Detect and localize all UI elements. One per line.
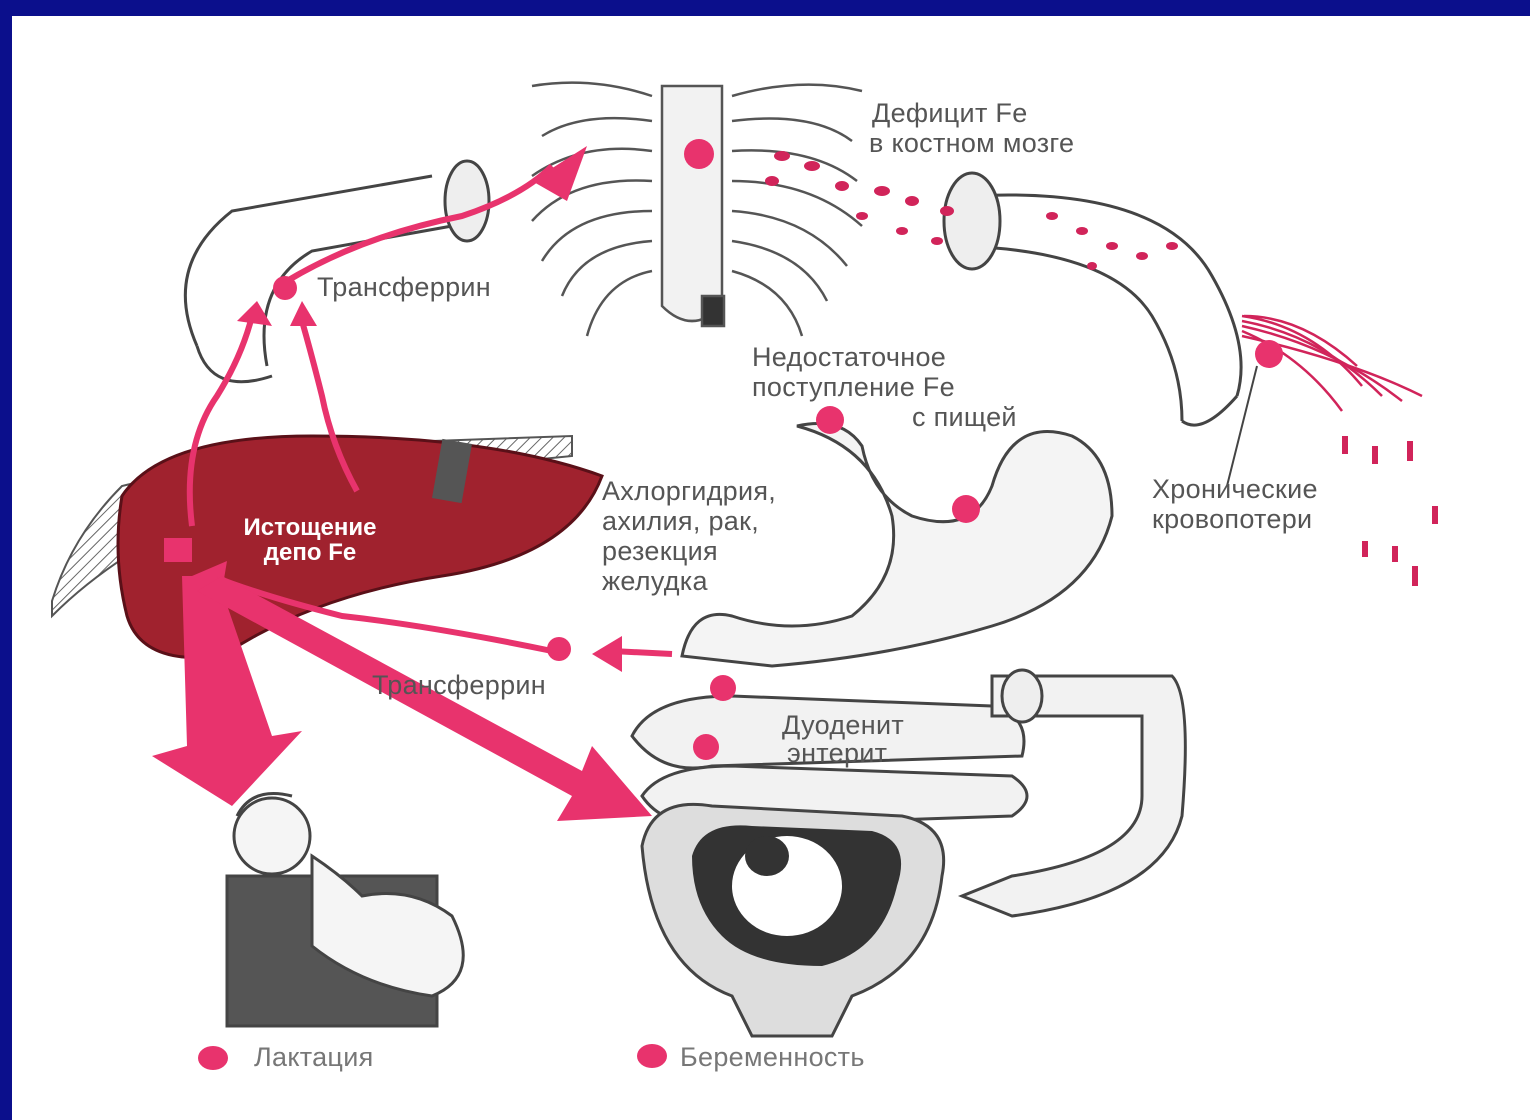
uterus	[642, 804, 944, 1036]
label-achlor-1: Ахлоргидрия,	[602, 476, 776, 506]
label-chronic-1: Хронические	[1152, 474, 1318, 504]
slide-canvas: Дефицит Fe в костном мозге Трансферрин Н…	[12, 16, 1530, 1120]
label-enteritis: энтерит	[787, 738, 887, 768]
transferrin-dot-top	[273, 276, 297, 300]
label-depot-2: депо Fe	[210, 541, 410, 565]
arrowhead-from-gut	[592, 636, 622, 672]
rib-cage	[532, 83, 862, 336]
depot-dot	[164, 538, 192, 562]
arrowhead-up-right	[290, 301, 317, 326]
label-insufficient-2: поступление Fe	[752, 372, 955, 402]
label-deficit-2: в костном мозге	[869, 128, 1074, 158]
legend-lactation-label: Лактация	[254, 1042, 374, 1072]
label-transferrin-top: Трансферрин	[317, 272, 491, 302]
diet-dot	[816, 406, 844, 434]
label-duodenitis: Дуоденит	[782, 710, 904, 740]
legend-lactation-dot	[198, 1046, 228, 1070]
label-achlor-3: резекция	[602, 536, 718, 566]
stomach	[682, 424, 1112, 667]
enteritis-dot	[693, 734, 719, 760]
blood-drops	[1342, 436, 1438, 586]
label-insufficient-3: с пищей	[912, 402, 1017, 432]
label-insufficient-1: Недостаточное	[752, 342, 946, 372]
bleeding-dot	[1255, 340, 1283, 368]
label-achlor-2: ахилия, рак,	[602, 506, 759, 536]
stomach-dot	[952, 495, 980, 523]
label-achlor-4: желудка	[602, 566, 708, 596]
legend-pregnancy-label: Беременность	[680, 1042, 865, 1072]
label-chronic-2: кровопотери	[1152, 504, 1312, 534]
iron-deficiency-diagram	[12, 16, 1530, 1120]
duodenum-dot	[710, 675, 736, 701]
legend-pregnancy-dot	[637, 1044, 667, 1068]
mother-nursing	[227, 794, 463, 1027]
label-depot-1: Истощение	[210, 516, 410, 540]
chronic-pointer	[1227, 366, 1257, 486]
label-deficit-1: Дефицит Fe	[872, 98, 1028, 128]
label-transferrin-bottom: Трансферрин	[372, 670, 546, 700]
